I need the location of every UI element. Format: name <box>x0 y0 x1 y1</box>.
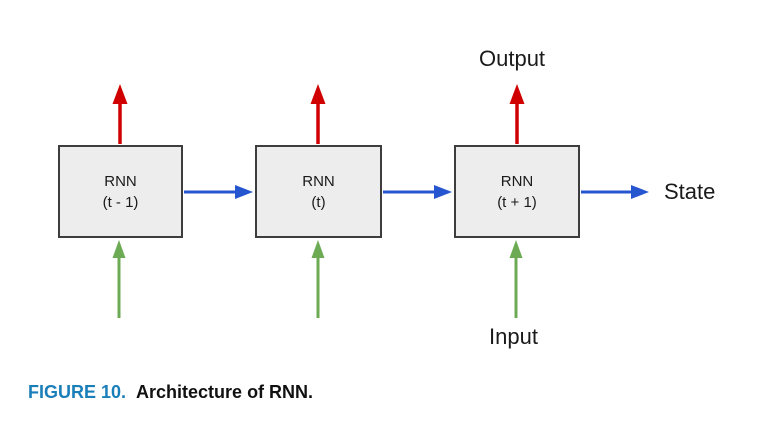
rnn-node-t-plus-1: RNN (t + 1) <box>454 145 580 238</box>
output-label: Output <box>479 46 546 71</box>
output-arrow-t <box>310 84 326 144</box>
figure-caption-number: FIGURE 10. <box>28 382 127 402</box>
input-arrow-head <box>509 240 523 258</box>
input-arrow-head <box>311 240 325 258</box>
state-arrow-head <box>631 185 649 199</box>
figure-caption-text: Architecture of RNN. <box>136 382 314 402</box>
state-arrow-2-to-3 <box>383 185 452 199</box>
rnn-node-title: RNN <box>302 172 335 190</box>
rnn-node-title: RNN <box>500 172 534 190</box>
input-arrow-t-plus-1 <box>509 240 523 318</box>
output-arrow-head <box>112 84 128 104</box>
output-arrow-head <box>509 84 525 104</box>
input-arrow-t <box>311 240 325 318</box>
input-label: Input <box>489 324 538 349</box>
state-arrow-head <box>235 185 253 199</box>
output-arrow-t-minus-1 <box>112 84 128 144</box>
state-arrow-3-to-out <box>581 185 649 199</box>
rnn-node-subtitle: (t - 1) <box>102 193 139 211</box>
input-arrow-t-minus-1 <box>112 240 126 318</box>
rnn-node-subtitle: (t) <box>311 193 326 211</box>
state-arrow-head <box>434 185 452 199</box>
input-arrow-head <box>112 240 126 258</box>
output-arrow-t-plus-1 <box>509 84 525 144</box>
state-arrow-1-to-2 <box>184 185 253 199</box>
rnn-node-t: RNN (t) <box>255 145 382 238</box>
rnn-node-t-minus-1: RNN (t - 1) <box>58 145 183 238</box>
state-label: State <box>664 179 716 204</box>
rnn-node-title: RNN <box>104 172 137 190</box>
output-arrow-head <box>310 84 326 104</box>
figure-caption: FIGURE 10. Architecture of RNN. <box>28 382 313 403</box>
rnn-node-subtitle: (t + 1) <box>497 193 537 211</box>
